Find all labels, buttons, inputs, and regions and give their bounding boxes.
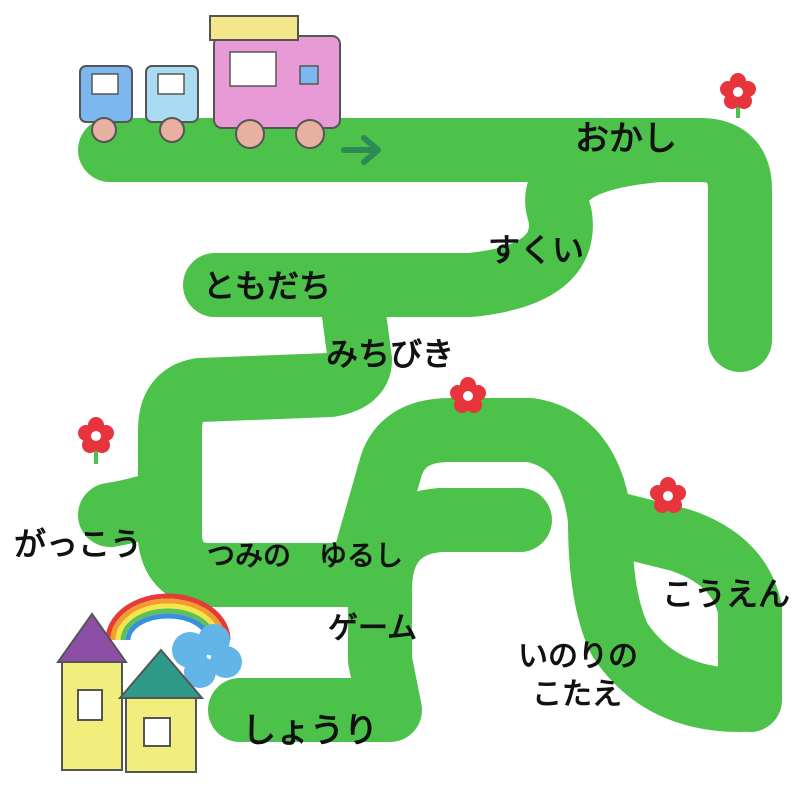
train-icon [79, 15, 341, 149]
train-car-window [157, 73, 185, 95]
train-wheel [235, 119, 265, 149]
label-inori-line1: いのりの [518, 639, 638, 674]
flower-icon [720, 73, 756, 118]
label-sukui: すくい [488, 231, 585, 269]
arrow-right-icon [341, 135, 381, 165]
house-icon [56, 612, 205, 773]
house-right-roof [117, 648, 205, 699]
train-roof [209, 15, 299, 41]
cloud-icon [172, 624, 242, 688]
label-kouen: こうえん [662, 575, 791, 613]
house-window [77, 689, 103, 721]
house-left-roof [56, 612, 128, 663]
train-wheel [295, 119, 325, 149]
label-shouri: しょうり [242, 711, 378, 751]
label-okashi: おかし [575, 119, 677, 159]
train-car-window [91, 73, 119, 95]
label-game: ゲーム [328, 611, 418, 646]
label-tsumi-no-yurushi: つみの ゆるし [207, 539, 404, 572]
train-wheel [91, 117, 117, 143]
train-engine-window [229, 51, 277, 87]
label-tomodachi: ともだち [203, 267, 332, 305]
maze-path [78, 118, 782, 742]
house-window [143, 717, 171, 747]
label-gakkou: がっこう [14, 525, 143, 563]
flower-icon [78, 417, 114, 464]
label-michibiki: みちびき [326, 335, 455, 373]
label-inori-line2: こたえ [532, 677, 622, 712]
train-wheel [159, 117, 185, 143]
flower-icon [650, 477, 686, 524]
train-chimney [299, 65, 319, 85]
flower-icon [450, 377, 486, 422]
